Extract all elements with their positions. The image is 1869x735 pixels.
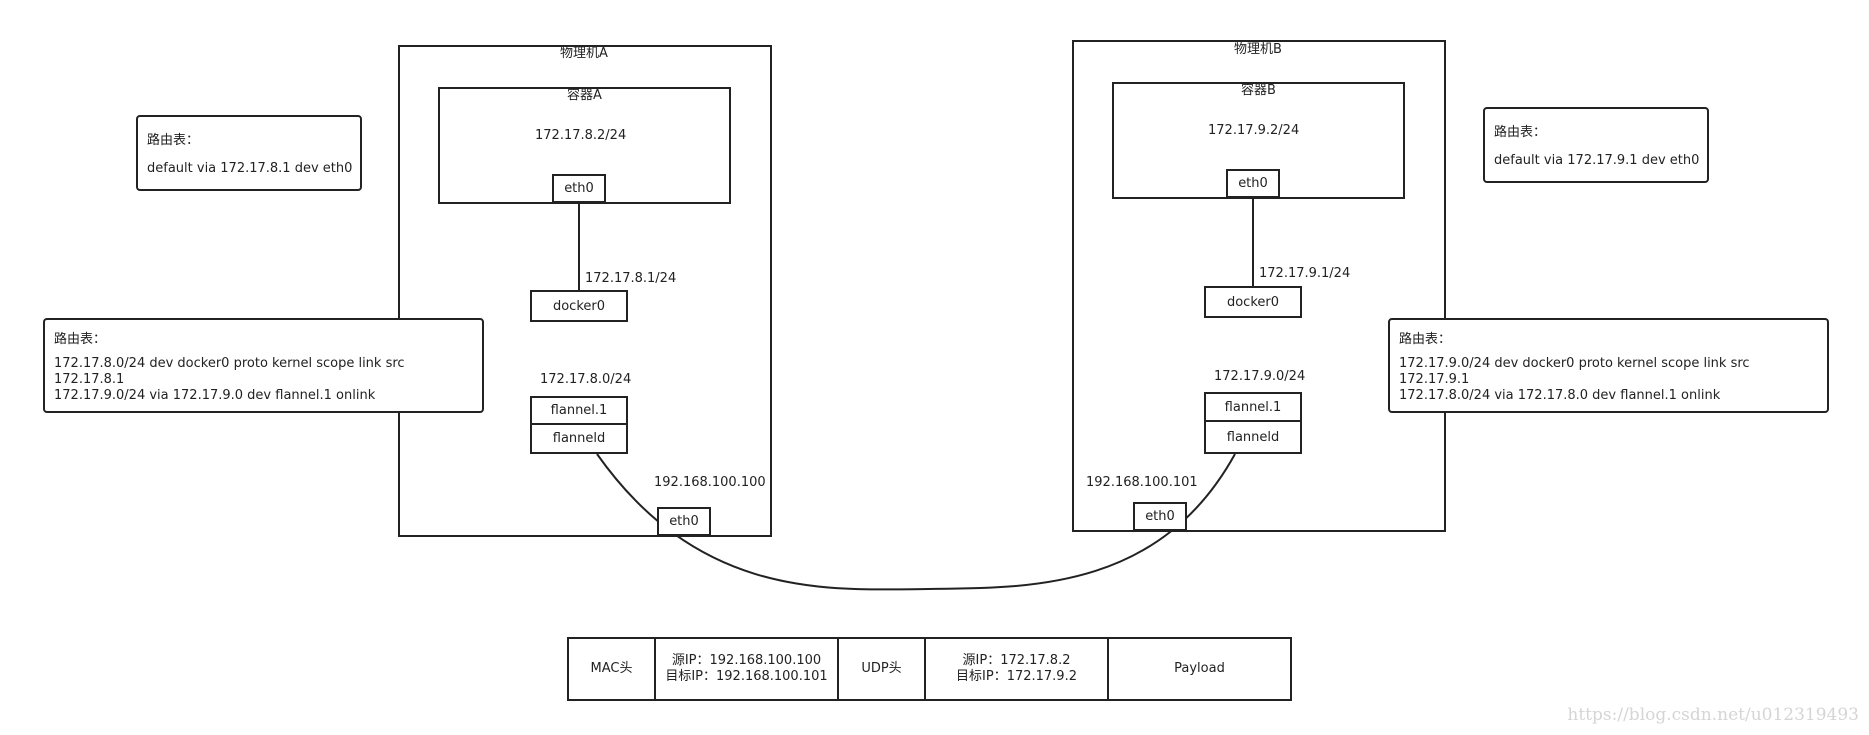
- route-table-host-a: 路由表： 172.17.8.0/24 dev docker0 proto ker…: [43, 318, 484, 413]
- route-entry: 172.17.9.0/24 via 172.17.9.0 dev flannel…: [54, 388, 376, 403]
- packet-payload: Payload: [1109, 639, 1290, 699]
- host-b-eth0: eth0: [1133, 502, 1187, 531]
- container-a-title: 容器A: [567, 88, 602, 103]
- packet-inner-src: 源IP：172.17.8.2: [962, 653, 1071, 668]
- packet-outer-src: 源IP：192.168.100.100: [671, 653, 822, 668]
- flanneld-a-label: flanneld: [552, 431, 606, 446]
- route-entry: 172.17.9.0/24 dev docker0 proto kernel s…: [1399, 356, 1750, 371]
- route-table-host-b: 路由表： 172.17.9.0/24 dev docker0 proto ker…: [1388, 318, 1829, 413]
- docker0-b-ip: 172.17.9.1/24: [1259, 266, 1351, 281]
- route-entry: default via 172.17.8.1 dev eth0: [147, 161, 353, 176]
- container-a-eth0-label: eth0: [564, 181, 594, 196]
- docker0-a: docker0: [530, 290, 628, 322]
- route-entry: 172.17.8.0/24 via 172.17.8.0 dev flannel…: [1399, 388, 1721, 403]
- flannel1-a-label: flannel.1: [550, 403, 608, 418]
- route-entry: 172.17.8.1: [54, 372, 125, 387]
- docker0-a-ip: 172.17.8.1/24: [585, 271, 677, 286]
- packet-outer-ip: 源IP：192.168.100.100 目标IP：192.168.100.101: [656, 639, 839, 699]
- tunnel-arc: [596, 453, 1236, 591]
- flannel1-b-label: flannel.1: [1224, 399, 1282, 415]
- flanneld-b: flanneld: [1204, 420, 1302, 454]
- flanneld-b-label: flanneld: [1226, 429, 1280, 445]
- host-b-ip: 192.168.100.101: [1086, 475, 1198, 490]
- container-b-box: [1112, 82, 1405, 199]
- container-b-title: 容器B: [1241, 83, 1276, 98]
- packet-payload-label: Payload: [1174, 661, 1225, 676]
- docker0-a-label: docker0: [552, 298, 606, 314]
- route-table-title: 路由表：: [147, 133, 200, 148]
- container-b-eth0-label: eth0: [1238, 176, 1268, 191]
- host-b-box: [1072, 40, 1446, 532]
- route-table-title: 路由表：: [1399, 332, 1452, 347]
- packet-mac-label: MAC头: [590, 661, 633, 676]
- container-a-ip: 172.17.8.2/24: [535, 128, 627, 143]
- packet-udp-header: UDP头: [839, 639, 926, 699]
- container-a-box: [438, 87, 731, 204]
- docker0-b-label: docker0: [1226, 294, 1280, 310]
- host-a-eth0: eth0: [657, 507, 711, 536]
- docker0-b: docker0: [1204, 286, 1302, 318]
- flannel1-b: flannel.1: [1204, 392, 1302, 422]
- route-table-container-b: 路由表： default via 172.17.9.1 dev eth0: [1483, 107, 1709, 183]
- flannel-a-subnet: 172.17.8.0/24: [540, 372, 632, 387]
- flannel-b-subnet: 172.17.9.0/24: [1214, 369, 1306, 384]
- packet-outer-dst: 目标IP：192.168.100.101: [665, 669, 828, 684]
- packet-inner-ip: 源IP：172.17.8.2 目标IP：172.17.9.2: [926, 639, 1109, 699]
- flannel1-a: flannel.1: [530, 396, 628, 425]
- watermark: https://blog.csdn.net/u012319493: [1567, 705, 1859, 725]
- container-b-ip: 172.17.9.2/24: [1208, 123, 1300, 138]
- flanneld-a: flanneld: [530, 423, 628, 454]
- route-table-title: 路由表：: [54, 332, 107, 347]
- packet-format: MAC头 源IP：192.168.100.100 目标IP：192.168.10…: [567, 637, 1292, 701]
- container-b-eth0: eth0: [1226, 169, 1280, 198]
- host-b-eth0-label: eth0: [1145, 509, 1175, 524]
- host-a-eth0-label: eth0: [669, 514, 699, 529]
- route-table-title: 路由表：: [1494, 125, 1547, 140]
- container-a-eth0: eth0: [552, 174, 606, 203]
- route-entry: 172.17.9.1: [1399, 372, 1470, 387]
- packet-mac-header: MAC头: [569, 639, 656, 699]
- route-entry: 172.17.8.0/24 dev docker0 proto kernel s…: [54, 356, 405, 371]
- host-b-title: 物理机B: [1234, 42, 1282, 57]
- host-a-box: [398, 45, 772, 537]
- packet-inner-dst: 目标IP：172.17.9.2: [956, 669, 1077, 684]
- host-a-title: 物理机A: [560, 46, 608, 61]
- route-entry: default via 172.17.9.1 dev eth0: [1494, 153, 1700, 168]
- route-table-container-a: 路由表： default via 172.17.8.1 dev eth0: [136, 115, 362, 191]
- packet-udp-label: UDP头: [861, 661, 902, 676]
- host-a-ip: 192.168.100.100: [654, 475, 766, 490]
